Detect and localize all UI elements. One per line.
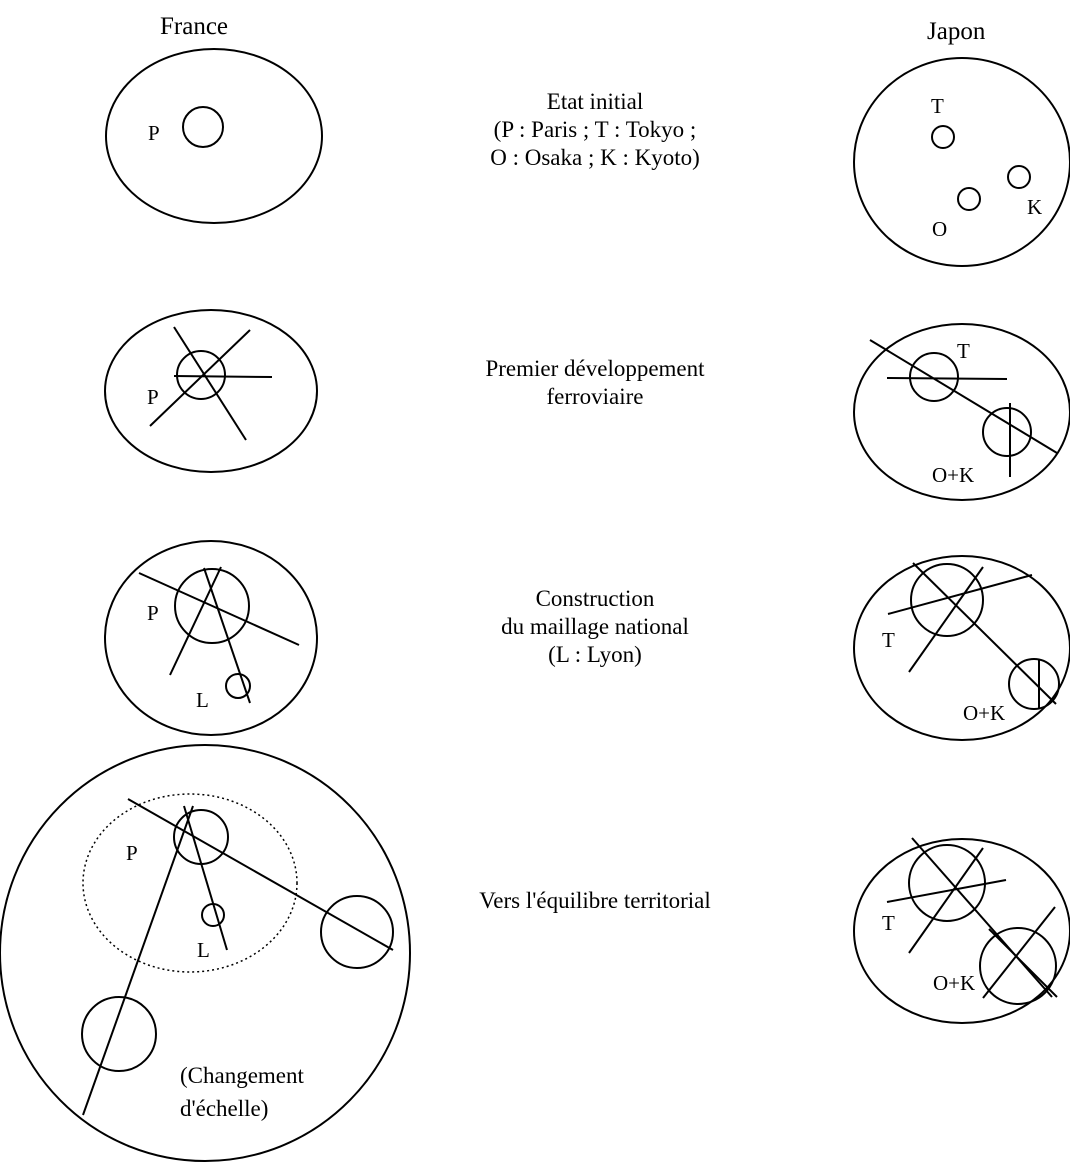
france-stage-2: P — [104, 309, 318, 473]
rail-line — [869, 339, 1058, 454]
rail-line — [912, 562, 1057, 705]
rail-line — [183, 805, 228, 951]
stage-4-caption: Vers l'équilibre territorial — [400, 887, 790, 915]
stage-3-caption: Construction du maillage national (L : L… — [400, 585, 790, 669]
france-stage-3: P L — [104, 540, 318, 736]
paris-city-circle — [174, 568, 250, 644]
rail-line — [908, 847, 984, 954]
stage-3-caption-line: du maillage national — [501, 614, 689, 639]
scale-change-note-line-1: (Changement — [180, 1063, 305, 1088]
tokyo-city-circle — [910, 563, 984, 637]
osaka-label: O — [932, 217, 947, 241]
stage-1-caption-line: (P : Paris ; T : Tokyo ; — [493, 117, 697, 142]
stage-2-caption-line: Premier développement — [485, 356, 705, 381]
paris-label: P — [126, 841, 138, 865]
japon-stage-3: T O+K — [853, 555, 1070, 741]
paris-label: P — [147, 601, 159, 625]
paris-city-circle — [176, 350, 226, 400]
kyoto-city-circle — [1007, 165, 1031, 189]
france-territory-outline — [105, 48, 323, 224]
tokyo-city-circle — [908, 844, 986, 922]
rail-line — [908, 566, 984, 673]
lyon-city-circle — [201, 903, 225, 927]
japon-territory-outline — [853, 57, 1070, 267]
lyon-label: L — [196, 688, 209, 712]
paris-label: P — [148, 121, 160, 145]
france-territory-outline — [104, 540, 318, 736]
tokyo-city-circle — [909, 352, 959, 402]
paris-city-circle — [182, 106, 224, 148]
tokyo-label: T — [957, 339, 970, 363]
france-stage-1: P — [105, 48, 323, 224]
osaka-kyoto-city-circle — [1008, 658, 1060, 710]
france-territory-outline — [104, 309, 318, 473]
rail-line — [887, 574, 1033, 615]
paris-region-dotted-outline — [82, 793, 298, 973]
osaka-kyoto-city-circle — [982, 407, 1032, 457]
stage-1-caption: Etat initial (P : Paris ; T : Tokyo ; O … — [400, 88, 790, 172]
france-column-header: France — [160, 13, 229, 40]
japon-territory-outline — [853, 323, 1070, 501]
tokyo-label: T — [882, 911, 895, 935]
rail-line — [149, 329, 251, 427]
japon-column-header: Japon — [927, 18, 986, 45]
rail-line — [203, 567, 251, 704]
osaka-city-circle — [957, 187, 981, 211]
kyoto-label: K — [1027, 195, 1042, 219]
stage-2-caption-line: ferroviaire — [546, 384, 644, 409]
osaka-kyoto-city-circle — [979, 927, 1057, 1005]
rail-line — [169, 566, 222, 676]
rail-line — [173, 326, 247, 441]
stage-3-caption-line: (L : Lyon) — [548, 642, 642, 667]
osaka-kyoto-label: O+K — [933, 971, 975, 995]
japon-territory-outline — [853, 838, 1070, 1024]
lyon-label: L — [197, 938, 210, 962]
stage-1-caption-line: Etat initial — [546, 89, 644, 114]
rail-line — [982, 906, 1056, 999]
rail-line — [911, 837, 1053, 998]
rail-line — [988, 928, 1058, 998]
regional-city-circle — [320, 895, 394, 969]
japon-stage-4: T O+K — [853, 837, 1070, 1024]
tokyo-city-circle — [931, 125, 955, 149]
japon-territory-outline — [853, 555, 1070, 741]
rail-line — [886, 879, 1007, 903]
lyon-city-circle — [225, 673, 251, 699]
japon-stage-1: T K O — [853, 57, 1070, 267]
stage-4-caption-line: Vers l'équilibre territorial — [479, 888, 711, 913]
rail-line — [127, 798, 394, 951]
stage-1-caption-line: O : Osaka ; K : Kyoto) — [490, 145, 700, 170]
rail-line — [886, 377, 1008, 380]
paris-label: P — [147, 385, 159, 409]
scale-change-note-line-2: d'échelle) — [180, 1096, 268, 1121]
france-stage-4: P L (Changement d'échelle) — [0, 744, 411, 1162]
france-territory-outline — [0, 744, 411, 1162]
tokyo-label: T — [882, 628, 895, 652]
regional-city-circle — [81, 996, 157, 1072]
stage-2-caption: Premier développement ferroviaire — [400, 355, 790, 411]
osaka-kyoto-label: O+K — [932, 463, 974, 487]
osaka-kyoto-label: O+K — [963, 701, 1005, 725]
japon-stage-2: T O+K — [853, 323, 1070, 501]
rail-line — [82, 805, 194, 1116]
tokyo-label: T — [931, 94, 944, 118]
rail-line — [173, 375, 273, 378]
stage-3-caption-line: Construction — [535, 586, 655, 611]
